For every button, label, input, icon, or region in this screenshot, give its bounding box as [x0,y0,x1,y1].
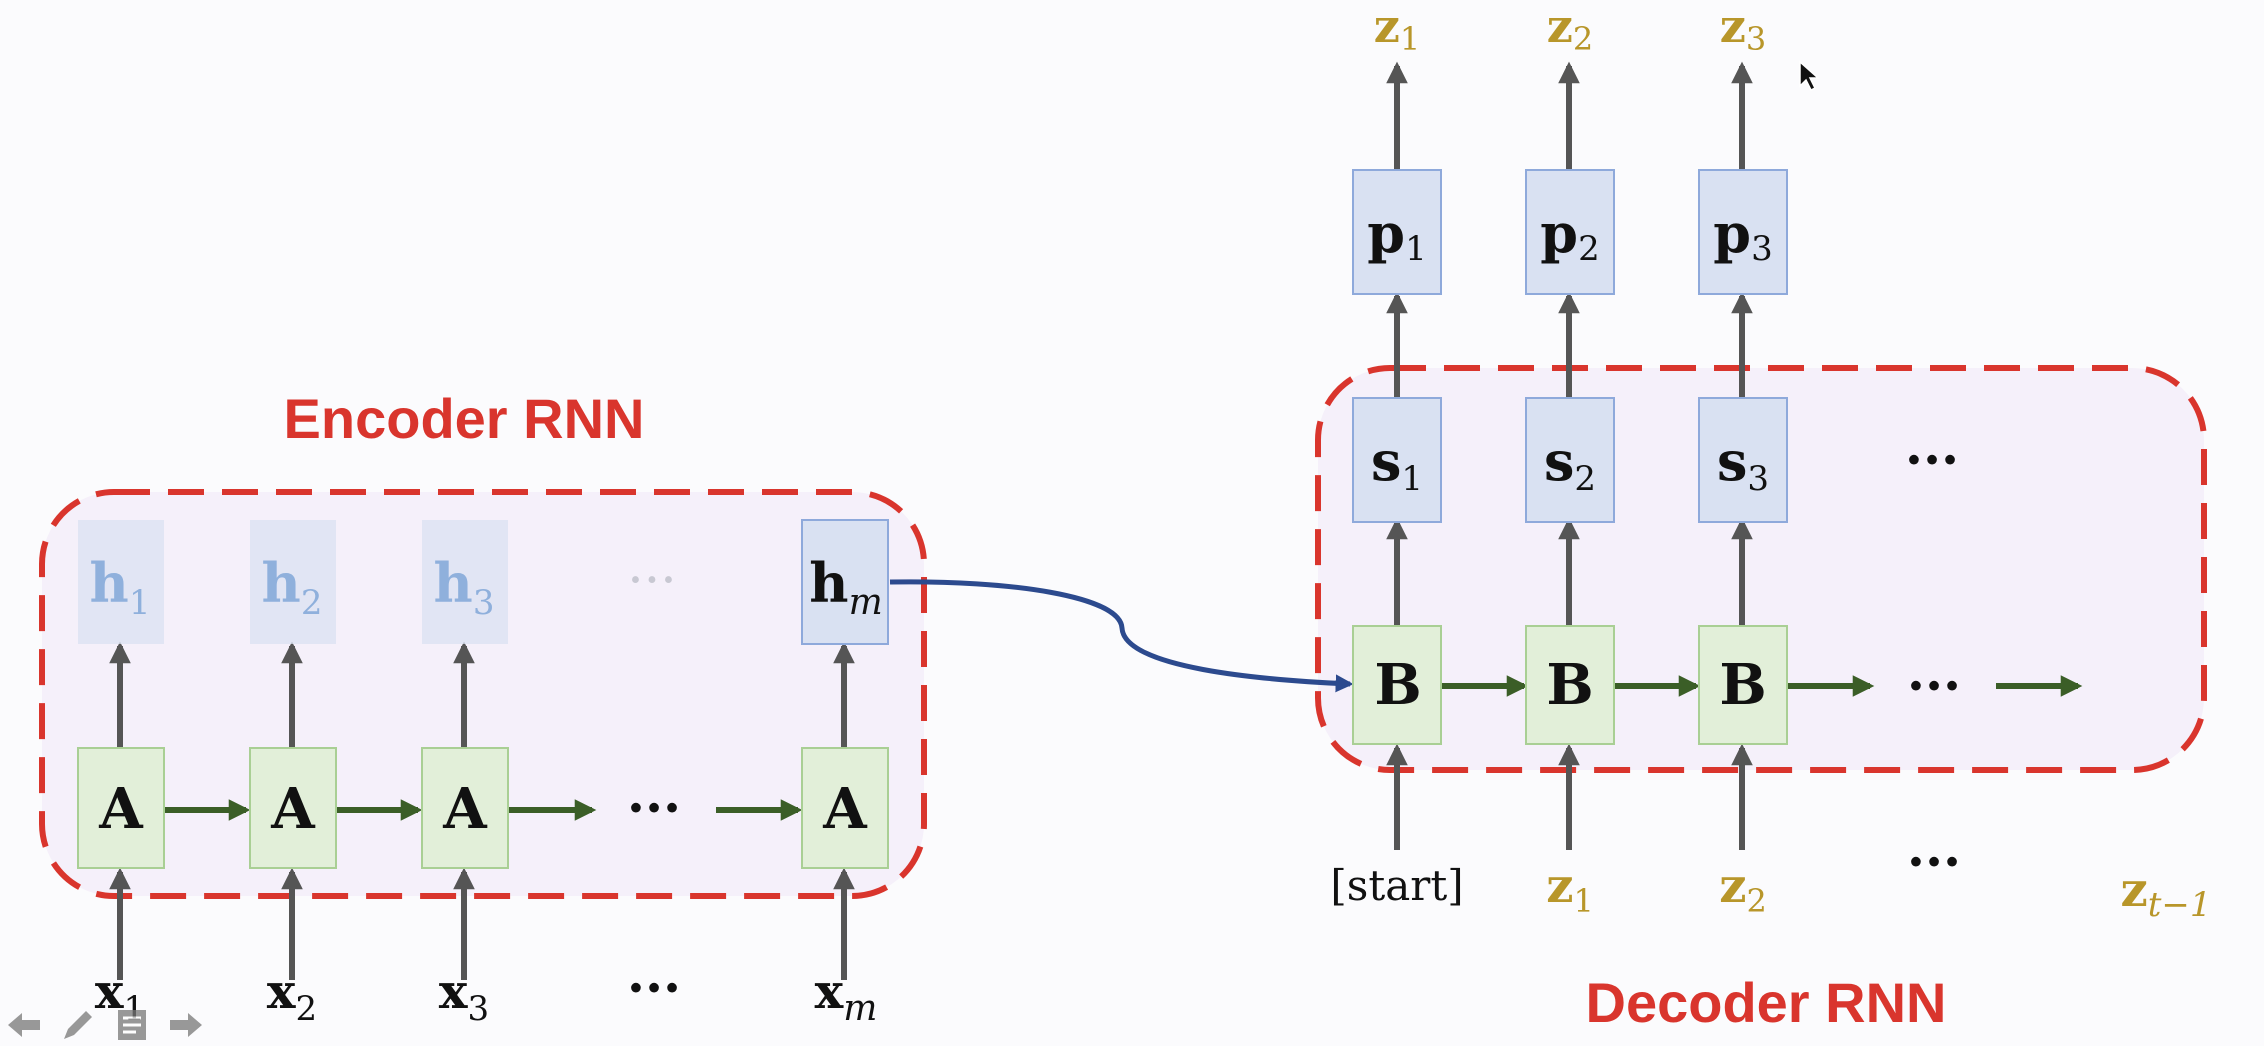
decoder-title: Decoder RNN [1586,971,1947,1034]
s3-label: s3 [1717,429,1769,499]
encoder-state-ellipsis: ··· [627,551,677,611]
decoder-state-s3 [1698,397,1788,523]
encoder-cell-2-label: A [270,776,316,842]
input-z2-label: z2 [1719,858,1767,920]
decoder-prob-p2 [1525,169,1615,295]
decoder-vertical-arrows [1386,61,1753,850]
p3-label: p3 [1713,201,1772,269]
output-z1-label: z1 [1374,0,1420,58]
input-zt-1-label: zt−1 [2120,862,2211,925]
output-z2-label: z2 [1547,0,1593,58]
context-vector-arrow [889,579,1354,693]
encoder-vertical-arrows [109,641,855,980]
encoder-cell-3-label: A [442,776,488,842]
encoder-state-h1 [78,520,164,644]
decoder-cell-3 [1698,625,1788,745]
decoder-cell-1 [1352,625,1442,745]
encoder-input-ellipsis: ··· [627,958,681,1019]
h2-label: h2 [262,551,323,623]
decoder-state-s1 [1352,397,1442,523]
encoder-cell-3 [421,747,509,869]
h3-label: h3 [434,551,495,623]
decoder-cell-1-label: B [1374,652,1421,718]
encoder-cell-1 [77,747,165,869]
decoder-cell-2-label: B [1546,652,1593,718]
pen-tool-button[interactable] [58,1007,98,1043]
s1-label: s1 [1371,429,1423,499]
encoder-cell-2 [249,747,337,869]
next-slide-button[interactable] [166,1007,206,1043]
x3-label: x3 [439,964,489,1029]
encoder-cell-1-label: A [98,776,144,842]
encoder-cell-ellipsis: ··· [627,778,681,839]
slide-toolbar [0,1004,206,1046]
mouse-cursor-icon [1799,60,1820,92]
start-token-label: [start] [1330,861,1463,910]
arrow-right-icon [170,1013,202,1037]
hm-label: hm [809,551,882,623]
decoder-input-ellipsis: ··· [1907,832,1961,893]
decoder-prob-p1 [1352,169,1442,295]
pen-icon [64,1011,92,1039]
encoder-state-h2 [250,520,336,644]
notes-icon [118,1010,146,1040]
output-z3-label: z3 [1720,0,1766,58]
input-z1-label: z1 [1546,858,1594,920]
decoder-cell-ellipsis: ··· [1907,656,1961,717]
p2-label: p2 [1540,201,1599,269]
decoder-prob-p3 [1698,169,1788,295]
decoder-state-s2 [1525,397,1615,523]
encoder-state-hm [801,519,889,645]
xm-label: xm [815,964,878,1029]
prev-slide-button[interactable] [4,1007,44,1043]
decoder-cell-2 [1525,625,1615,745]
encoder-state-h3 [422,520,508,644]
x2-label: x2 [267,964,317,1029]
arrow-left-icon [8,1013,40,1037]
decoder-cell-3-label: B [1719,652,1766,718]
decoder-state-ellipsis: ··· [1905,430,1959,491]
notes-button[interactable] [112,1007,152,1043]
encoder-cell-m [801,747,889,869]
h1-label: h1 [90,551,151,623]
s2-label: s2 [1544,429,1596,499]
p1-label: p1 [1367,201,1426,269]
encoder-title: Encoder RNN [284,387,645,450]
encoder-cell-m-label: A [822,776,868,842]
